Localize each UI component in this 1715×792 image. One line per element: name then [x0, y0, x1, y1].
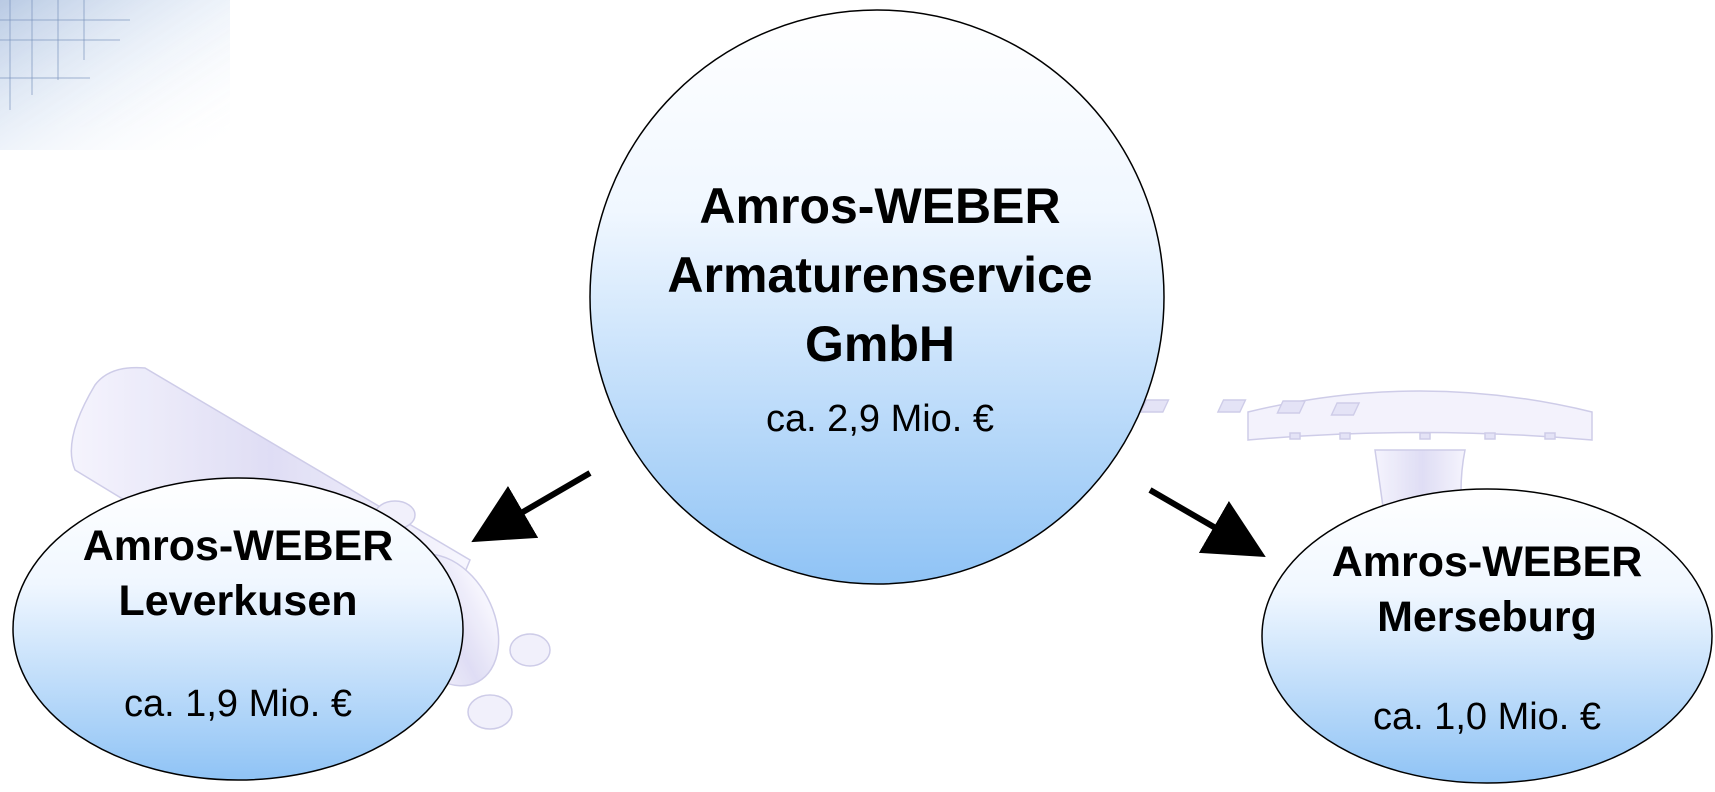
main-title-line-3: GmbH: [805, 316, 955, 372]
factory-photo-watermark: [0, 0, 230, 150]
main-title-line-1: Amros-WEBER: [699, 178, 1061, 234]
main-title-line-2: Armaturenservice: [667, 247, 1093, 303]
merseburg-title-line-1: Amros-WEBER: [1331, 538, 1643, 586]
merseburg-revenue-amount: ca. 1,0 Mio. €: [1372, 696, 1602, 738]
leverkusen-label: Amros-WEBER Leverkusen ca. 1,9 Mio. €: [40, 519, 436, 726]
merseburg-title-line-2: Merseburg: [1377, 593, 1597, 641]
main-company-label: Amros-WEBER Armaturenservice GmbH ca. 2,…: [600, 172, 1160, 441]
merseburg-label: Amros-WEBER Merseburg ca. 1,0 Mio. €: [1289, 535, 1685, 739]
leverkusen-revenue-amount: ca. 1,9 Mio. €: [123, 683, 353, 725]
main-company-circle: [589, 9, 1165, 585]
leverkusen-title-line-2: Leverkusen: [118, 577, 358, 625]
leverkusen-ellipse: [12, 477, 464, 781]
main-revenue-amount: ca. 2,9 Mio. €: [765, 398, 995, 440]
arrow-to-leverkusen: [471, 470, 592, 543]
merseburg-ellipse: [1261, 488, 1713, 784]
leverkusen-title-line-1: Amros-WEBER: [82, 522, 394, 570]
arrow-to-merseburg: [1148, 487, 1266, 558]
